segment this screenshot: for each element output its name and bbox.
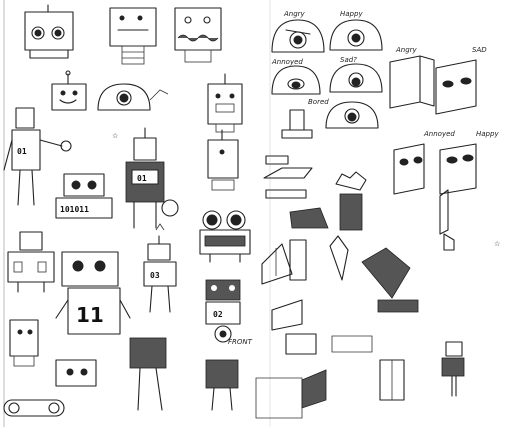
- head-angled-sad: SAD: [435, 46, 487, 115]
- robot-tank-treads: [3, 399, 65, 417]
- robot-big-11: 11: [55, 251, 131, 335]
- chest-number-03: 03: [150, 271, 160, 280]
- robot-head-smiling: [51, 70, 87, 111]
- label-angry-right: Angry: [395, 46, 418, 54]
- label-happy-right: Happy: [476, 130, 499, 138]
- bottom-boxes: [255, 333, 465, 419]
- chest-number-01-middle: 01: [137, 174, 147, 183]
- robot-goggles-display: [199, 210, 251, 263]
- head-angled-annoyed: Annoyed: [393, 130, 455, 195]
- label-annoyed-1: Annoyed: [271, 58, 303, 66]
- robot-bottom-tv: [55, 359, 97, 387]
- robot-dome-cyclops: [97, 83, 169, 111]
- eye-study-sad: Sad?: [329, 56, 383, 93]
- label-front: FRONT: [228, 338, 253, 346]
- mech-studies: ☆: [261, 189, 500, 331]
- robot-claws-01: 01 ☆: [112, 127, 179, 229]
- robot-walker-bottom: [129, 337, 167, 411]
- robot-bottom-box: [205, 359, 239, 411]
- label-sad-right: SAD: [472, 46, 487, 54]
- robot-head-tall: [207, 73, 243, 133]
- star-mark-right: ☆: [494, 240, 500, 248]
- chest-number-11: 11: [76, 303, 104, 327]
- eye-study-bored: Bored: [308, 98, 379, 129]
- head-angled-angry: Angry: [389, 46, 435, 109]
- chest-number-01-left: 01: [17, 147, 27, 156]
- chest-number-02: 02: [213, 310, 223, 319]
- robot-bottom-left: [9, 319, 39, 367]
- label-bored: Bored: [308, 98, 329, 106]
- eye-study-annoyed: Annoyed: [271, 58, 321, 95]
- label-happy-top: Happy: [340, 10, 363, 18]
- robot-binary-display: 101011: [55, 173, 113, 219]
- robot-box-house: [7, 231, 55, 293]
- robot-03: 03: [143, 223, 177, 313]
- leg-studies: [263, 109, 367, 231]
- binary-display-text: 101011: [60, 205, 89, 214]
- robot-02-wheel: 02 FRONT: [205, 279, 253, 346]
- head-angled-happy: Happy: [439, 130, 499, 195]
- eye-study-angry: Angry: [271, 10, 325, 53]
- robot-head-dot-eyes: [109, 7, 157, 65]
- label-annoyed-right: Annoyed: [423, 130, 455, 138]
- robot-head-wavy-mouth: [174, 7, 222, 63]
- label-angry-top: Angry: [283, 10, 306, 18]
- robot-cylinder-head: [207, 129, 239, 191]
- binding-edge: [3, 0, 271, 427]
- robot-head-goggles: [24, 4, 74, 59]
- robot-tall-01: 01: [3, 107, 72, 206]
- eye-study-happy: Happy: [329, 10, 383, 51]
- star-mark: ☆: [112, 132, 118, 140]
- label-sad-1: Sad?: [340, 56, 357, 64]
